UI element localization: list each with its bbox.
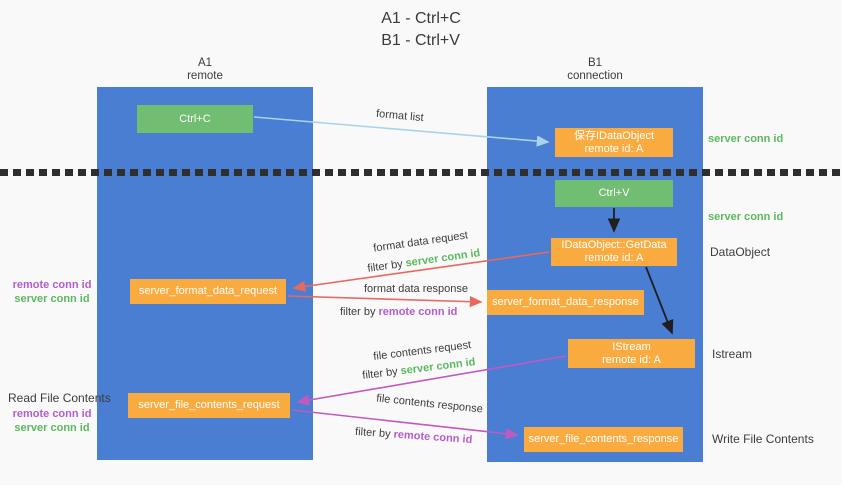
ctrl-v-label: Ctrl+V <box>598 187 630 199</box>
istream-line2: remote id: A <box>602 353 661 366</box>
node-server-file-contents-response: server_file_contents_response <box>524 427 683 452</box>
conn-id-stack-bottom: remote conn id server conn id <box>8 407 96 435</box>
node-server-file-contents-request: server_file_contents_request <box>128 393 290 418</box>
label-filter-by-remote-conn-id-1: filter by remote conn id <box>340 306 458 318</box>
column-header-a1: A1 remote <box>97 57 313 83</box>
column-header-b1: B1 connection <box>487 57 703 83</box>
label-server-conn-id-left-1: server conn id <box>14 293 90 305</box>
istream-line1: IStream <box>612 340 651 353</box>
label-write-file-contents: Write File Contents <box>712 432 814 446</box>
label-filter-by-remote-conn-id-2: filter by remote conn id <box>354 425 473 447</box>
column-a1-name: A1 <box>197 57 213 69</box>
column-b1-name: B1 <box>587 57 603 69</box>
conn-id-stack-top: remote conn id server conn id <box>8 278 96 306</box>
label-file-contents-response: file contents response <box>375 392 484 416</box>
file-response-label: server_file_contents_response <box>528 433 679 445</box>
label-server-conn-id-left-2: server conn id <box>14 422 90 434</box>
label-format-data-response: format data response <box>364 283 468 295</box>
column-a1-subtitle: remote <box>187 70 223 82</box>
label-server-conn-id-mid: server conn id <box>708 211 784 223</box>
file-request-label: server_file_contents_request <box>138 399 280 411</box>
section-divider <box>0 169 842 176</box>
label-remote-conn-id-left-1: remote conn id <box>12 279 92 291</box>
node-server-format-data-request: server_format_data_request <box>130 279 286 304</box>
getdata-line1: IDataObject::GetData <box>561 239 667 251</box>
format-response-label: server_format_data_response <box>492 296 639 308</box>
label-dataobject: DataObject <box>710 245 771 259</box>
label-remote-conn-id-left-2: remote conn id <box>12 408 92 420</box>
ctrl-c-label: Ctrl+C <box>179 112 211 125</box>
node-ctrl-v: Ctrl+V <box>555 180 673 207</box>
format-request-label: server_format_data_request <box>138 285 278 297</box>
column-b1-subtitle: connection <box>567 70 623 82</box>
diagram-title: A1 - Ctrl+C B1 - Ctrl+V <box>0 8 842 52</box>
save-dataobject-line1: 保存IDataObject <box>573 129 655 142</box>
save-dataobject-line2: remote id: A <box>584 142 644 155</box>
label-format-list: format list <box>375 107 425 125</box>
node-ctrl-c: Ctrl+C <box>137 105 253 133</box>
node-server-format-data-response: server_format_data_response <box>487 290 644 315</box>
title-line-1: A1 - Ctrl+C <box>381 10 461 27</box>
getdata-line2: remote id: A <box>584 252 644 264</box>
title-line-2: B1 - Ctrl+V <box>381 32 460 49</box>
label-istream-side: Istream <box>712 347 753 361</box>
arrow-format-data-response <box>287 295 483 308</box>
label-server-conn-id-top: server conn id <box>708 133 784 145</box>
label-read-file-contents: Read File Contents <box>8 391 111 405</box>
